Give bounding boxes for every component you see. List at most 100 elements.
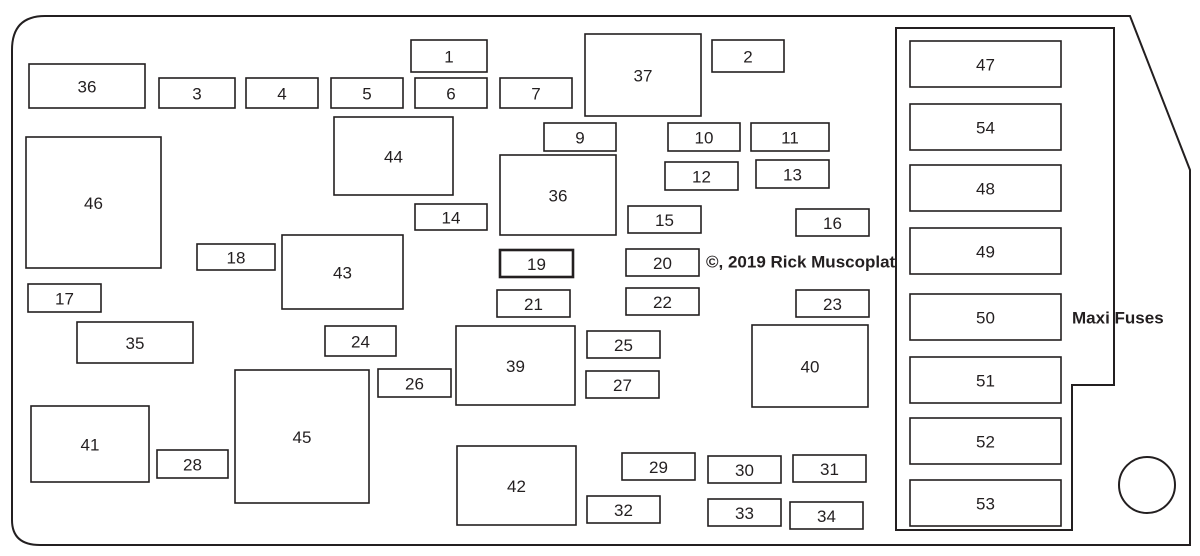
fuse-32-label: 32	[614, 501, 633, 520]
fuse-24-box	[324, 325, 397, 357]
relay-36-label: 36	[549, 187, 568, 206]
fuse-19-label: 19	[527, 255, 546, 274]
fuse-2-box	[711, 39, 785, 73]
fuse-30-box	[707, 455, 782, 484]
fuse-27-box	[585, 370, 660, 399]
relay-42-label: 42	[507, 477, 526, 496]
copyright-text: ©, 2019 Rick Muscoplat	[706, 253, 896, 272]
fuse-22-label: 22	[653, 293, 672, 312]
fuse-4-box	[245, 77, 319, 109]
fuse-21-label: 21	[524, 295, 543, 314]
relay-39-label: 39	[506, 357, 525, 376]
relay-45-label: 45	[293, 428, 312, 447]
maxi-fuse-53-box	[909, 479, 1062, 527]
fuse-1-label: 1	[444, 48, 453, 67]
fuse-14-box	[414, 203, 488, 231]
maxi-fuse-49-box	[909, 227, 1062, 275]
fuse-20-label: 20	[653, 254, 672, 273]
relay-43-box	[281, 234, 404, 310]
fuse-33-box	[707, 498, 782, 527]
fuse-28-box	[156, 449, 229, 479]
relay-40-box	[751, 324, 869, 408]
relay-36-label: 36	[78, 78, 97, 97]
fuse-11-box	[750, 122, 830, 152]
maxi-fuse-51-label: 51	[976, 372, 995, 391]
relay-37-label: 37	[634, 67, 653, 86]
relay-37-box	[584, 33, 702, 117]
fuse-5-label: 5	[362, 85, 371, 104]
maxi-fuse-50-box	[909, 293, 1062, 341]
relay-41-box	[30, 405, 150, 483]
fuse-16-label: 16	[823, 214, 842, 233]
fuse-32-box	[586, 495, 661, 524]
fuse-27-label: 27	[613, 376, 632, 395]
fuse-9-label: 9	[575, 129, 584, 148]
fuse-7-box	[499, 77, 573, 109]
maxi-fuse-50-label: 50	[976, 309, 995, 328]
fuse-23-label: 23	[823, 295, 842, 314]
fuse-31-box	[792, 454, 867, 483]
fuse-13-box	[755, 159, 830, 189]
fuse-11-label: 11	[781, 129, 799, 148]
relay-46-label: 46	[84, 194, 103, 213]
fuse-10-label: 10	[695, 129, 714, 148]
fuse-18-label: 18	[227, 249, 246, 268]
maxi-fuse-52-label: 52	[976, 433, 995, 452]
relay-42-box	[456, 445, 577, 526]
fuse-10-box	[667, 122, 741, 152]
fuse-15-box	[627, 205, 702, 234]
fuse-13-label: 13	[783, 166, 802, 185]
fuse-19-box	[498, 248, 575, 279]
maxi-fuses-label: Maxi Fuses	[1072, 309, 1164, 328]
fuse-29-label: 29	[649, 458, 668, 477]
fuse-30-label: 30	[735, 461, 754, 480]
fuse-20-box	[625, 248, 700, 277]
maxi-fuse-53-label: 53	[976, 495, 995, 514]
maxi-fuse-54-box	[909, 103, 1062, 151]
fuse-12-label: 12	[692, 168, 711, 187]
fuse-17-box	[27, 283, 102, 313]
maxi-fuse-panel	[895, 27, 1115, 531]
fuse-17-label: 17	[55, 290, 74, 309]
fuse-12-box	[664, 161, 739, 191]
fuse-26-label: 26	[405, 375, 424, 394]
fuse-16-box	[795, 208, 870, 237]
fuse-31-label: 31	[820, 460, 839, 479]
mounting-hole	[1118, 456, 1176, 514]
relay-44-box	[333, 116, 454, 196]
relay-40-label: 40	[801, 358, 820, 377]
fuse-21-box	[496, 289, 571, 318]
maxi-fuse-48-label: 48	[976, 180, 995, 199]
maxi-fuse-47-label: 47	[976, 56, 995, 75]
fuse-22-box	[625, 287, 700, 316]
relay-35-label: 35	[126, 334, 145, 353]
maxi-fuse-48-box	[909, 164, 1062, 212]
fuse-4-label: 4	[277, 85, 286, 104]
fuse-15-label: 15	[655, 211, 674, 230]
fuse-3-box	[158, 77, 236, 109]
fuse-34-box	[789, 501, 864, 530]
fuse-23-box	[795, 289, 870, 318]
fuse-6-box	[414, 77, 488, 109]
relay-43-label: 43	[333, 264, 352, 283]
fuse-29-box	[621, 452, 696, 481]
fuse-33-label: 33	[735, 504, 754, 523]
fuse-34-label: 34	[817, 507, 836, 526]
relay-36-box	[499, 154, 617, 236]
relay-39-box	[455, 325, 576, 406]
fuse-14-label: 14	[442, 209, 461, 228]
fuse-5-box	[330, 77, 404, 109]
fuse-24-label: 24	[351, 333, 370, 352]
relay-46-box	[25, 136, 162, 269]
relay-41-label: 41	[81, 436, 100, 455]
fuse-9-box	[543, 122, 617, 152]
relay-36-box	[28, 63, 146, 109]
fuse-26-box	[377, 368, 452, 398]
maxi-fuse-54-label: 54	[976, 119, 995, 138]
fuse-25-label: 25	[614, 336, 633, 355]
fuse-1-box	[410, 39, 488, 73]
maxi-fuse-51-box	[909, 356, 1062, 404]
relay-35-box	[76, 321, 194, 364]
relay-44-label: 44	[384, 148, 403, 167]
